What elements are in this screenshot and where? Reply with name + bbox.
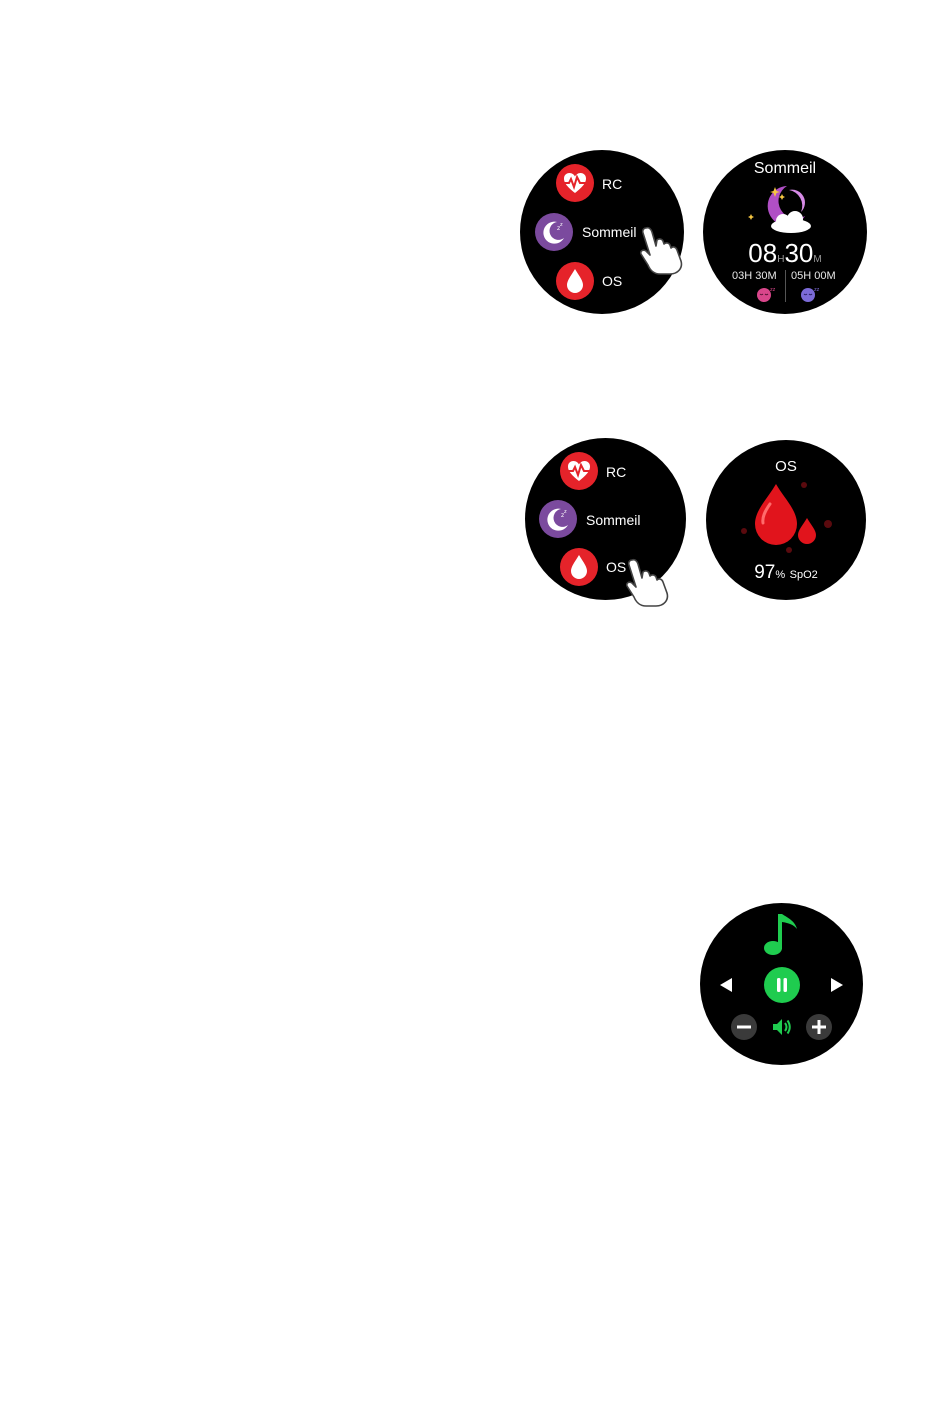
spo2-title: OS	[706, 459, 866, 474]
sleep-minutes: 30	[784, 238, 813, 268]
spo2-unit: %	[775, 569, 785, 581]
spo2-reading: 97% SpO2	[706, 563, 866, 582]
menu-item-rc-label[interactable]: RC	[606, 465, 626, 479]
volume-down-button[interactable]	[731, 1014, 757, 1040]
svg-text:z: z	[560, 222, 563, 228]
heart-pulse-icon[interactable]	[556, 164, 594, 202]
previous-button[interactable]	[718, 977, 734, 993]
watch-music-player	[700, 903, 863, 1065]
blood-drop-icon[interactable]	[556, 262, 594, 300]
moon-cloud-icon	[745, 180, 821, 236]
menu-item-rc-label[interactable]: RC	[602, 177, 622, 191]
previous-icon[interactable]	[718, 977, 734, 993]
deep-sleep-face-icon: zz	[755, 285, 777, 303]
menu-item-os-label[interactable]: OS	[602, 274, 622, 288]
pause-icon[interactable]	[764, 967, 800, 1003]
menu-item-sommeil-label[interactable]: Sommeil	[586, 513, 640, 527]
volume-down-icon[interactable]	[731, 1014, 757, 1040]
blood-drop-icon[interactable]	[560, 548, 598, 586]
light-sleep-value: 05H 00M	[791, 271, 836, 282]
next-button[interactable]	[829, 977, 845, 993]
menu-item-sommeil-label[interactable]: Sommeil	[582, 225, 636, 239]
speaker-icon	[771, 1016, 793, 1038]
svg-text:zz: zz	[814, 287, 820, 293]
svg-text:z: z	[564, 509, 567, 515]
volume-up-button[interactable]	[806, 1014, 832, 1040]
music-note-icon	[761, 909, 803, 957]
pause-button[interactable]	[764, 967, 800, 1003]
spo2-value: 97	[754, 562, 775, 583]
tap-hand-icon	[622, 556, 676, 608]
blood-drops-icon	[736, 478, 836, 558]
sleep-duration: 08H30M	[703, 240, 867, 266]
watch-spo2-detail: OS 97% SpO2	[706, 440, 866, 600]
volume-up-icon[interactable]	[806, 1014, 832, 1040]
sleep-title: Sommeil	[703, 161, 867, 177]
moon-icon[interactable]: z z	[539, 500, 577, 538]
sleep-hours: 08	[748, 238, 777, 268]
sleep-divider	[785, 270, 786, 302]
deep-sleep-value: 03H 30M	[732, 271, 777, 282]
svg-text:zz: zz	[770, 287, 776, 293]
moon-icon[interactable]: z z	[535, 213, 573, 251]
light-sleep-face-icon: zz	[799, 285, 821, 303]
sleep-minutes-unit: M	[813, 254, 821, 265]
watch-sleep-detail: Sommeil 08H30M 03H 30M 05H 00M zz zz	[703, 150, 867, 314]
spo2-label: SpO2	[790, 569, 818, 581]
next-icon[interactable]	[829, 977, 845, 993]
heart-pulse-icon[interactable]	[560, 452, 598, 490]
tap-hand-icon	[636, 224, 690, 276]
